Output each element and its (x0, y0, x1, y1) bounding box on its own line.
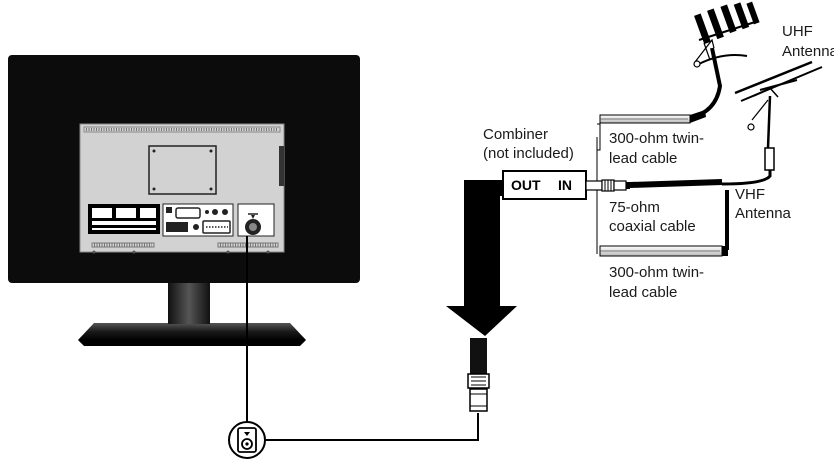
coax-input-connector (585, 179, 630, 192)
twin-lead-cable-lower (596, 190, 729, 257)
twin-lead-lower-label-line2: lead cable (609, 284, 678, 301)
coaxial-cable (629, 179, 723, 188)
vhf-antenna-label-line1: VHF (735, 186, 765, 203)
uhf-antenna (689, 1, 760, 120)
tv-body (8, 55, 360, 283)
combiner-in-label: IN (558, 177, 572, 193)
tv-input-panel (88, 203, 275, 237)
combiner-box[interactable] (502, 170, 587, 200)
coaxial-label-line2: coaxial cable (609, 218, 696, 235)
coaxial-label-line1: 75-ohm (609, 199, 660, 216)
antenna-jack-icon (228, 421, 266, 459)
vesa-plate (148, 145, 217, 195)
uhf-antenna-label-line2: Antenna (782, 43, 834, 60)
vhf-antenna-label-line2: Antenna (735, 205, 791, 222)
twin-lead-upper-label-line2: lead cable (609, 150, 678, 167)
twin-lead-upper-label-line1: 300-ohm twin- (609, 130, 705, 147)
vhf-antenna (721, 60, 823, 186)
combiner-label-line1: Combiner (483, 126, 549, 143)
down-arrow-icon (446, 180, 517, 336)
jack-to-combiner-cable (266, 413, 479, 441)
coax-plug-connector (467, 338, 490, 412)
combiner-label-line2: (not included) (483, 145, 574, 162)
uhf-antenna-label-line1: UHF (782, 23, 813, 40)
twin-lead-lower-label-line1: 300-ohm twin- (609, 264, 705, 281)
combiner-out-label: OUT (511, 177, 541, 193)
